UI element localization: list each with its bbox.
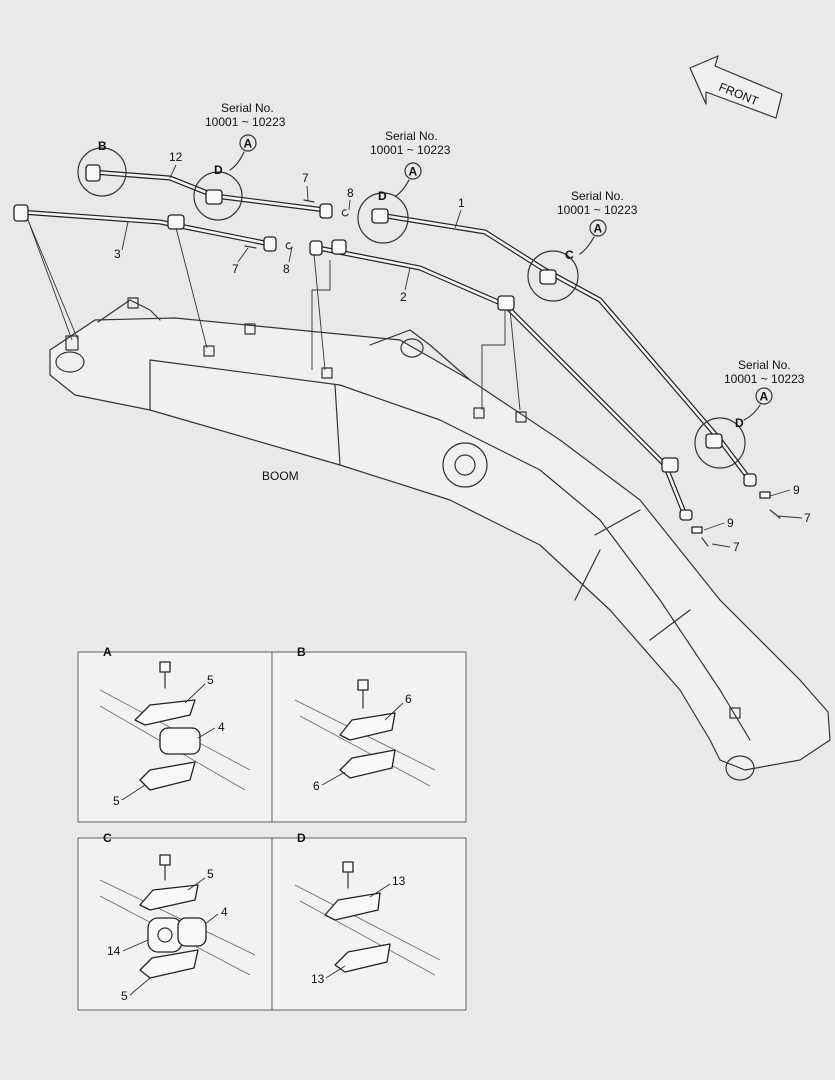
detail-panel-c: C 5 4 14 5 [77, 831, 273, 1011]
serial-range-3: 10001 ~ 10223 [557, 203, 638, 217]
callout-9-a: 9 [793, 483, 800, 497]
serial-title-2: Serial No. [385, 129, 438, 143]
callout-7-d: 7 [733, 540, 740, 554]
callout-8-b: 8 [283, 262, 290, 276]
letter-c-main: C [565, 248, 574, 262]
serial-note-4: Serial No. 10001 ~ 10223 A [724, 358, 805, 421]
serial-marker-a-1: A [244, 137, 253, 151]
serial-title-3: Serial No. [571, 189, 624, 203]
panel-c-4: 4 [221, 905, 228, 919]
letter-d-2: D [378, 189, 387, 203]
callout-9-b: 9 [727, 516, 734, 530]
panel-a-4: 4 [218, 720, 225, 734]
callout-7-c: 7 [804, 511, 811, 525]
serial-range-2: 10001 ~ 10223 [370, 143, 451, 157]
serial-range-1: 10001 ~ 10223 [205, 115, 286, 129]
panel-b-6-bot: 6 [313, 779, 320, 793]
callout-12: 12 [169, 150, 183, 164]
serial-title-1: Serial No. [221, 101, 274, 115]
callout-3: 3 [114, 247, 121, 261]
panel-d-13-top: 13 [392, 874, 406, 888]
main-callouts: 12 3 7 8 7 8 1 2 9 7 9 7 [114, 150, 811, 554]
panel-b-6-top: 6 [405, 692, 412, 706]
panel-d-letter: D [297, 831, 306, 845]
serial-marker-a-2: A [409, 165, 418, 179]
boom-body [49, 297, 831, 781]
pipe-clamps [13, 164, 757, 521]
serial-note-1: Serial No. 10001 ~ 10223 A [205, 101, 286, 171]
serial-marker-a-3: A [594, 222, 603, 236]
pipe-3 [17, 209, 273, 247]
boom-label: BOOM [262, 469, 299, 483]
detail-panel-d: D 13 13 [271, 831, 467, 1011]
letter-d-1: D [214, 163, 223, 177]
panel-a-5-bot: 5 [113, 794, 120, 808]
callout-7-b: 7 [232, 262, 239, 276]
serial-marker-a-4: A [760, 390, 769, 404]
detail-panel-b: B 6 6 [271, 645, 467, 823]
callout-8-a: 8 [347, 186, 354, 200]
panel-c-14: 14 [107, 944, 121, 958]
callout-1: 1 [458, 196, 465, 210]
panel-c-letter: C [103, 831, 112, 845]
panel-a-5-top: 5 [207, 673, 214, 687]
letter-b-main: B [98, 139, 107, 153]
panel-c-5-bot: 5 [121, 989, 128, 1003]
front-arrow: FRONT [689, 55, 783, 119]
letter-d-3: D [735, 416, 744, 430]
serial-range-4: 10001 ~ 10223 [724, 372, 805, 386]
callout-7-a: 7 [302, 171, 309, 185]
panel-a-letter: A [103, 645, 112, 659]
panel-b-letter: B [297, 645, 306, 659]
detail-circles [77, 147, 746, 469]
panel-d-13-bot: 13 [311, 972, 325, 986]
callout-2: 2 [400, 290, 407, 304]
detail-panel-a: A 5 4 5 [77, 645, 273, 823]
serial-note-2: Serial No. 10001 ~ 10223 A [370, 129, 451, 197]
panel-c-5-top: 5 [207, 867, 214, 881]
leader-lines [27, 219, 521, 411]
serial-title-4: Serial No. [738, 358, 791, 372]
pipe-12 [89, 169, 328, 213]
pipe-1 [377, 212, 753, 483]
serial-note-3: Serial No. 10001 ~ 10223 A [557, 189, 638, 255]
